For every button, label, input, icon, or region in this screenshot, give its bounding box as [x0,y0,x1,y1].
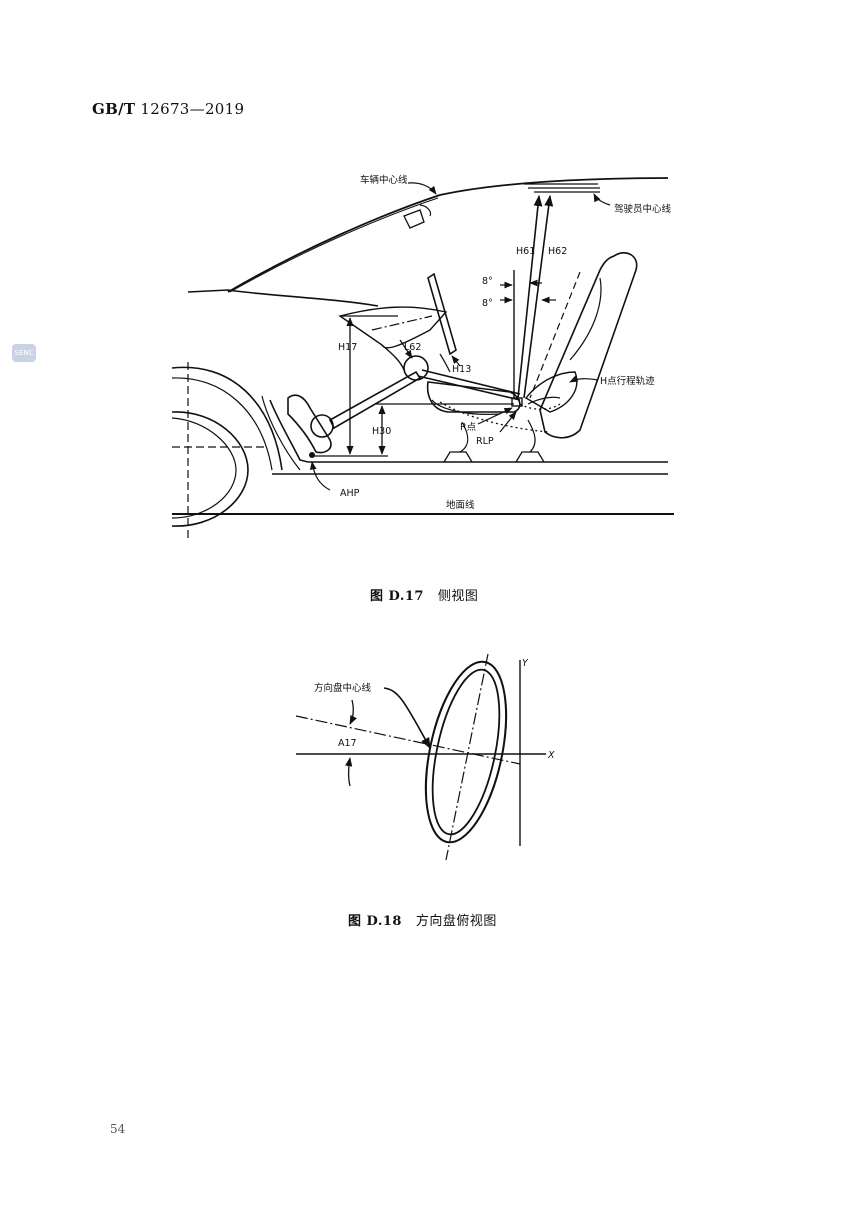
label-h17: H17 [338,342,357,353]
standard-number: 12673—2019 [140,100,245,118]
standard-code: GB/T [92,100,136,118]
steering-wheel-outer [424,660,508,844]
page-header: GB/T 12673—2019 [92,100,244,118]
steering-wheel [427,272,457,356]
dashboard [338,306,448,349]
label-driver-centerline: 驾驶员中心线 [614,203,672,215]
roof-line [227,177,669,293]
label-h61: H61 [516,246,535,257]
wheel [171,411,249,527]
caption-figure-d17: 图 D.17 侧视图 [370,585,478,604]
label-angle-bottom: 8° [482,298,493,309]
manikin-leg [328,370,422,430]
seat-back [539,252,638,439]
label-steering-centerline: 方向盘中心线 [314,682,372,694]
side-view-figure [171,177,674,540]
caption-d17-title: 侧视图 [437,589,479,604]
caption-figure-d18: 图 D.18 方向盘俯视图 [348,910,497,929]
label-h62: H62 [548,246,567,257]
side-watermark-logo: SENC [12,344,36,362]
mirror-icon [403,209,425,229]
page-number: 54 [110,1122,126,1136]
label-a17: A17 [338,738,357,749]
steering-top-view-figure [295,653,546,861]
caption-d18-number: 图 D.18 [348,914,402,929]
wheel-arch [171,366,283,471]
label-vehicle-centerline: 车辆中心线 [360,174,408,186]
label-h30: H30 [372,426,391,437]
label-h-point-track: H点行程轨迹 [600,375,655,387]
label-ground-line: 地面线 [446,499,475,511]
label-r-point: R点 [460,422,477,433]
caption-d18-title: 方向盘俯视图 [415,914,497,929]
caption-d17-number: 图 D.17 [370,589,424,604]
label-l62: L62 [404,342,421,353]
label-y-axis: Y [522,658,529,669]
label-rlp: RLP [476,436,494,447]
steering-wheel-inner [431,668,501,836]
label-ahp: AHP [340,488,360,499]
hood-line [187,289,379,307]
label-x-axis: X [547,750,555,761]
label-h13: H13 [452,364,471,375]
label-angle-top: 8° [482,276,493,287]
